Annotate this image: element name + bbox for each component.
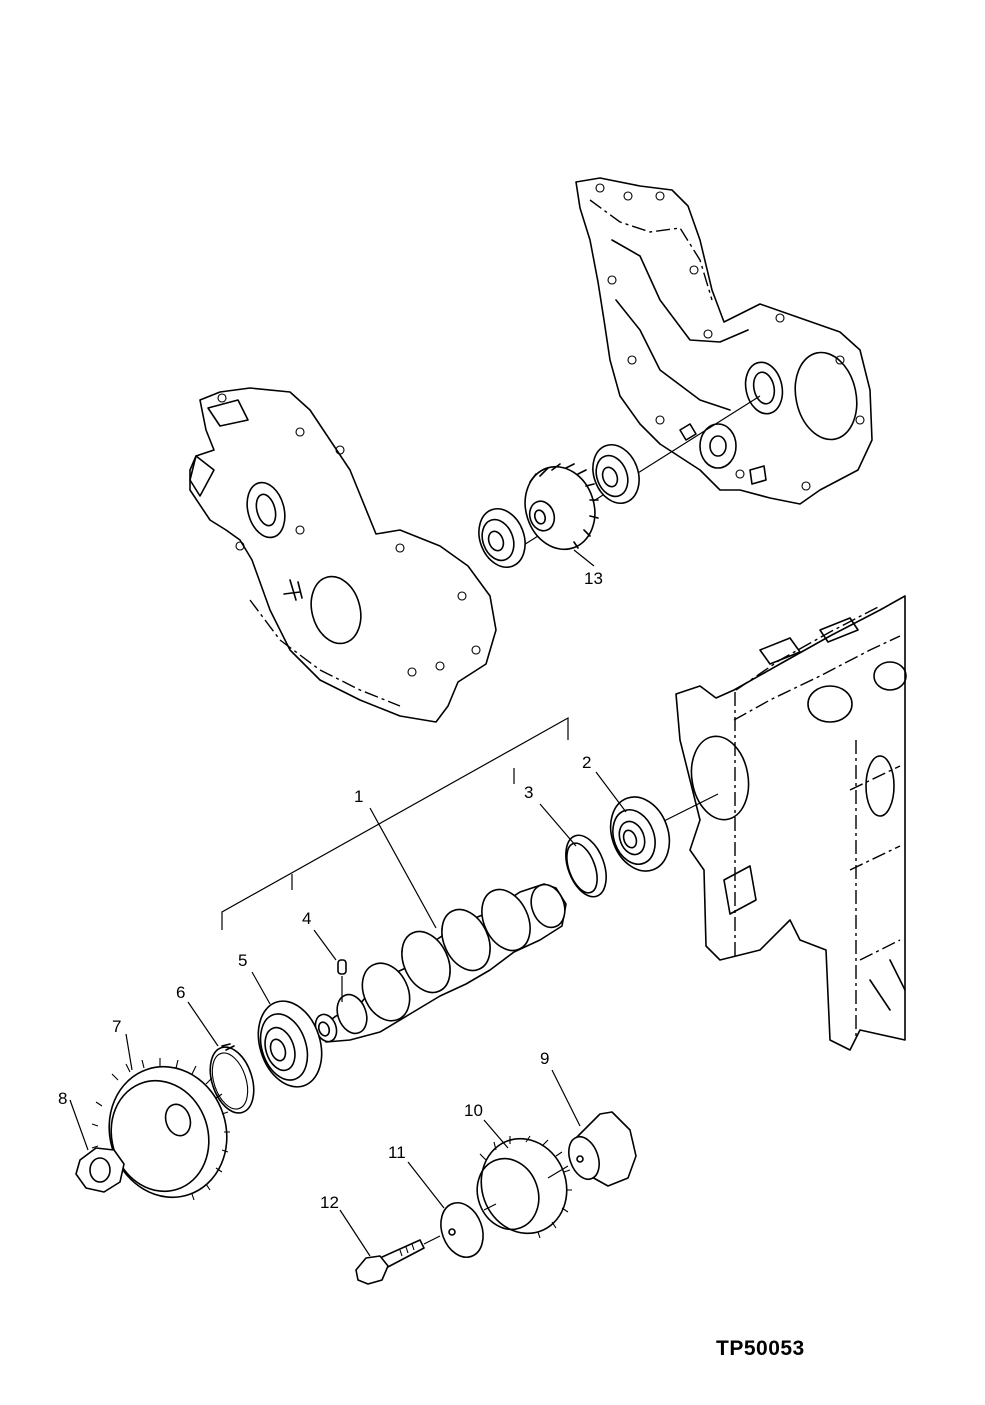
callout-9: 9 (540, 1049, 549, 1068)
figure-reference-code: TP50053 (716, 1337, 805, 1360)
spacer-ring-3 (565, 834, 607, 898)
callout-3: 3 (524, 783, 533, 802)
rear-timing-housing (575, 177, 873, 505)
camshaft-gear-7 (91, 1058, 230, 1201)
camshaft-bearing-5 (257, 1000, 323, 1088)
hex-nut-8 (75, 1147, 125, 1193)
leader-lines (69, 549, 627, 1257)
front-timing-cover (189, 387, 497, 723)
snap-ring-6 (209, 1043, 255, 1114)
callout-11: 11 (388, 1143, 406, 1162)
callout-13: 13 (584, 569, 603, 588)
camshaft-axis (661, 793, 719, 823)
callout-6: 6 (176, 983, 185, 1002)
callout-7: 7 (112, 1017, 121, 1036)
callout-5: 5 (238, 951, 247, 970)
idler-bearing-rear (592, 444, 640, 504)
engine-block (675, 595, 907, 1051)
idler-axis (423, 1165, 569, 1245)
assembly-bracket (221, 716, 569, 930)
idler-gear-13 (524, 463, 599, 551)
callout-12: 12 (320, 1193, 339, 1212)
callout-1: 1 (354, 787, 363, 806)
idler-hub-9 (568, 1111, 637, 1187)
camshaft-1 (314, 883, 567, 1043)
callout-4: 4 (302, 909, 311, 928)
idler-bearing-front (478, 508, 526, 568)
callout-10: 10 (464, 1101, 483, 1120)
camshaft-bearing-2 (609, 796, 671, 872)
woodruff-key-4 (337, 959, 347, 1002)
idler-gear-10 (476, 1135, 572, 1239)
callout-8: 8 (58, 1089, 67, 1108)
callout-2: 2 (582, 753, 591, 772)
thrust-washer-11 (440, 1202, 484, 1258)
cap-screw-12 (355, 1239, 425, 1285)
